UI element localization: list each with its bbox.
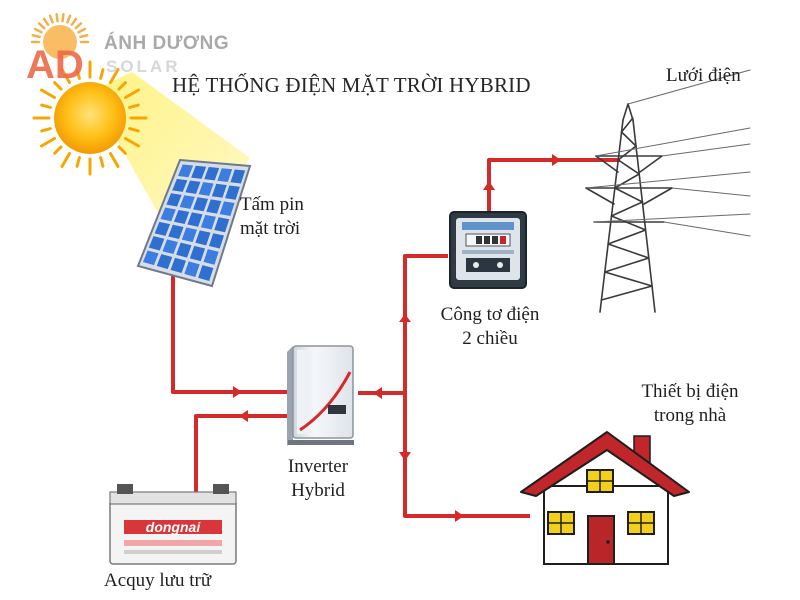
two-way-meter-icon [449, 211, 527, 289]
grid-label: Lưới điện [666, 65, 741, 86]
brand-name: ÁNH DƯƠNG [104, 33, 230, 54]
house-label: Thiết bị điện trong nhà [620, 380, 760, 428]
solar-panel-label: Tấm pin mặt trời [240, 193, 304, 241]
battery-label: Acquy lưu trữ [104, 570, 212, 591]
wire-meter-to-grid [487, 158, 620, 212]
brand-initials: AD [26, 43, 84, 87]
house-label-line1: Thiết bị điện [641, 381, 739, 402]
wire-panel-to-inverter [171, 276, 287, 394]
meter-label: Công tơ điện 2 chiều [418, 303, 562, 351]
power-grid-tower-icon [585, 69, 751, 313]
inverter-label-line2: Hybrid [291, 479, 345, 501]
house-label-line2: trong nhà [653, 404, 727, 426]
solar-panel-label-line1: Tấm pin [240, 194, 304, 215]
meter-label-line1: Công tơ điện [440, 304, 540, 325]
inverter-icon [287, 345, 354, 446]
wire-junction-to-house [403, 393, 530, 518]
wire-meter-link [403, 254, 448, 393]
sun-icon [32, 60, 148, 176]
wire-arrows [233, 154, 561, 522]
house-icon [520, 431, 690, 565]
solar-panel-label-line2: mặt trời [240, 217, 301, 239]
battery-brand-text: dongnai [146, 519, 202, 535]
solar-panel-icon [136, 158, 252, 288]
battery-icon: dongnai [109, 484, 237, 565]
inverter-label-line1: Inverter [287, 456, 349, 477]
meter-label-line2: 2 chiều [462, 327, 518, 349]
brand-logo: AD [26, 12, 90, 87]
wires [171, 158, 620, 518]
diagram-title: HỆ THỐNG ĐIỆN MẶT TRỜI HYBRID [172, 73, 531, 97]
inverter-label: Inverter Hybrid [275, 455, 361, 503]
wire-battery-to-inverter [194, 414, 287, 496]
brand-subname: SOLAR [106, 57, 181, 76]
